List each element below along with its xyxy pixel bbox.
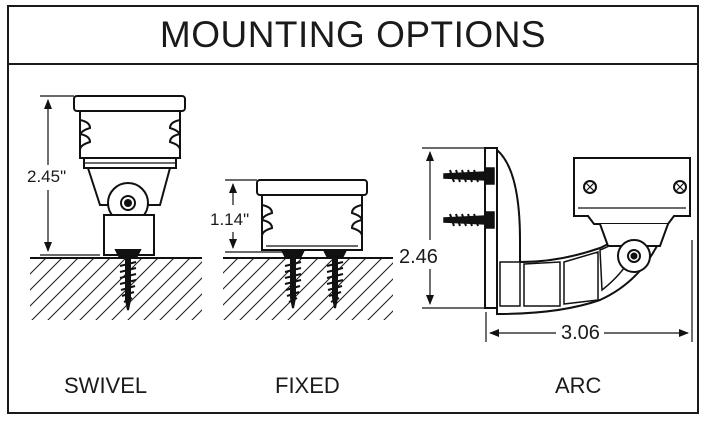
fixed-dimension-line <box>225 179 283 253</box>
fixed-height-dimension: 1.14" <box>209 210 251 230</box>
arc-width-dimension <box>485 240 693 342</box>
swivel-screw <box>119 257 137 311</box>
swivel-height-dimension: 2.45" <box>26 167 68 187</box>
arc-width-dimension-label: 3.06 <box>560 322 601 345</box>
fixed-label: FIXED <box>275 373 340 398</box>
fixed-screw-left <box>284 257 302 309</box>
arc-height-dimension <box>422 147 485 309</box>
swivel-label: SWIVEL <box>64 373 148 398</box>
fixed-ground <box>223 257 393 320</box>
fixed-screw-right <box>326 257 344 309</box>
arc-wall-screws <box>443 167 495 229</box>
swivel-mount-illustration <box>73 95 186 259</box>
swivel-dimension-line <box>40 95 100 256</box>
outer-frame <box>7 5 699 414</box>
arc-height-dimension-label: 2.46 <box>398 246 439 269</box>
title-band: MOUNTING OPTIONS <box>9 7 697 65</box>
diagram-title: MOUNTING OPTIONS <box>159 14 547 55</box>
arc-light-head <box>573 157 691 273</box>
fixed-mount-illustration <box>256 179 368 259</box>
arc-label: ARC <box>555 373 602 398</box>
swivel-ground <box>30 257 202 320</box>
